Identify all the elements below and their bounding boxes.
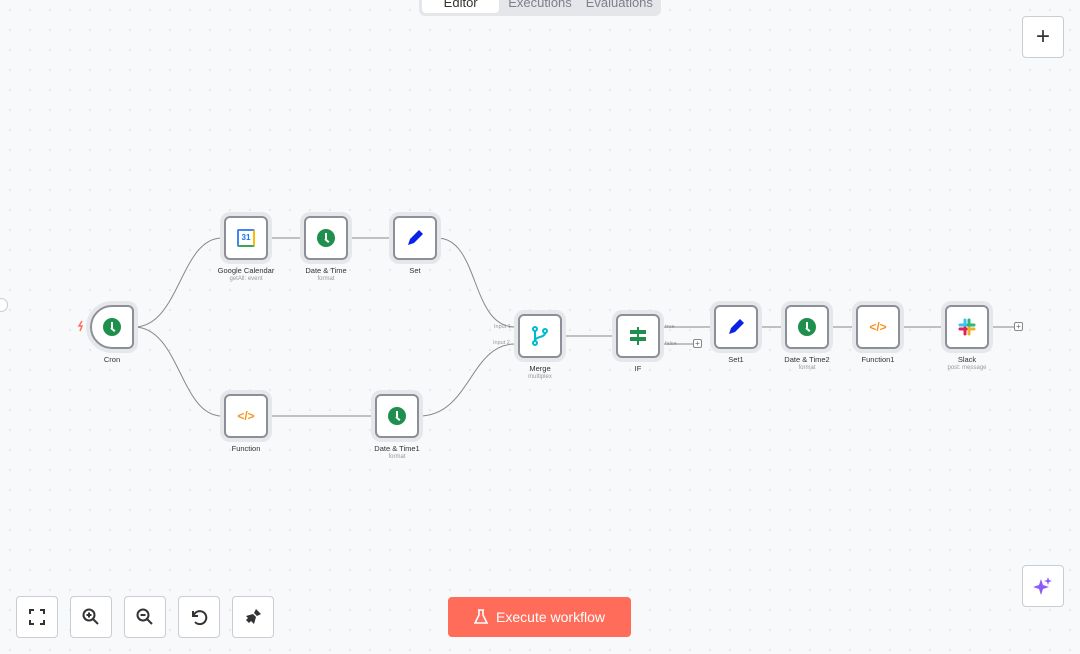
slack-icon: [958, 318, 976, 336]
clock-icon: [317, 229, 335, 247]
node-set1[interactable]: Set1: [714, 305, 758, 364]
tab-executions[interactable]: Executions: [508, 0, 572, 10]
view-tabs: Editor Executions Evaluations: [419, 0, 661, 16]
reset-zoom-button[interactable]: [178, 596, 220, 638]
false-label: false: [665, 341, 677, 347]
trigger-bolt-icon: [77, 320, 84, 332]
tab-editor[interactable]: Editor: [422, 0, 500, 13]
edge: [418, 343, 516, 417]
node-label: Function: [231, 444, 261, 453]
edge: [133, 237, 223, 328]
tab-evaluations[interactable]: Evaluations: [585, 0, 653, 10]
node-label: Cron: [103, 355, 121, 364]
broom-icon: [246, 609, 261, 624]
node-set[interactable]: Set: [393, 216, 437, 275]
node-function[interactable]: </> Function: [224, 394, 268, 453]
node-subtitle: format: [317, 276, 335, 282]
code-icon: </>: [869, 320, 887, 334]
edge: [133, 326, 223, 417]
node-if[interactable]: IF: [616, 314, 660, 373]
tidy-up-button[interactable]: [232, 596, 274, 638]
node-label: Set: [409, 266, 421, 275]
node-label: Set1: [728, 355, 744, 364]
flask-icon: [474, 609, 489, 624]
edge: [436, 237, 516, 328]
clock-icon: [388, 407, 406, 425]
pencil-icon: [729, 319, 744, 334]
add-node-end-button[interactable]: +: [1014, 322, 1023, 331]
undo-icon: [192, 610, 208, 626]
zoom-out-button[interactable]: [124, 596, 166, 638]
add-node-button[interactable]: +: [1022, 16, 1064, 58]
zoom-in-icon: [82, 608, 99, 625]
execute-label: Execute workflow: [496, 609, 605, 625]
zoom-in-button[interactable]: [70, 596, 112, 638]
merge-icon: [532, 326, 548, 346]
clock-icon: [103, 318, 121, 336]
sparkle-icon: [1033, 577, 1052, 595]
node-label: Merge: [529, 364, 551, 373]
fit-view-button[interactable]: [16, 596, 58, 638]
node-label: Slack: [957, 355, 977, 364]
signpost-icon: [630, 327, 646, 345]
pencil-icon: [408, 230, 423, 245]
zoom-out-icon: [136, 608, 153, 625]
fullscreen-icon: [29, 609, 45, 625]
node-cron[interactable]: Cron: [90, 305, 134, 364]
node-subtitle: getAll: event: [229, 276, 263, 282]
node-label: IF: [634, 364, 642, 373]
plus-icon: +: [1035, 23, 1050, 50]
input-2-label: Input 2: [493, 340, 510, 346]
node-subtitle: format: [798, 365, 816, 371]
google-calendar-icon: 31: [237, 229, 255, 247]
execute-workflow-button[interactable]: Execute workflow: [448, 597, 631, 637]
clock-icon: [798, 318, 816, 336]
true-label: true: [665, 324, 675, 330]
code-icon: </>: [237, 409, 255, 423]
add-node-false-button[interactable]: +: [693, 339, 702, 348]
node-subtitle: post: message: [947, 365, 987, 371]
ai-assistant-button[interactable]: [1022, 565, 1064, 607]
node-label: Date & Time1: [374, 444, 420, 453]
node-label: Google Calendar: [217, 266, 275, 275]
node-subtitle: multiplex: [528, 374, 552, 380]
node-function1[interactable]: </> Function1: [856, 305, 900, 364]
input-1-label: Input 1: [494, 324, 511, 330]
node-label: Function1: [861, 355, 895, 364]
node-subtitle: format: [388, 454, 406, 460]
node-label: Date & Time2: [784, 355, 830, 364]
node-label: Date & Time: [305, 266, 347, 275]
